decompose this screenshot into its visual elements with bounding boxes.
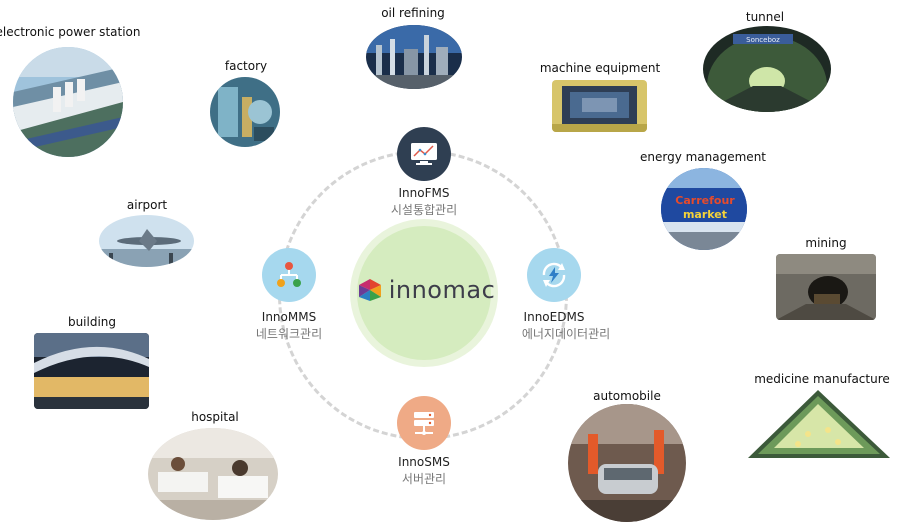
server-rack-icon (414, 412, 434, 435)
label-energy-management: energy management (639, 150, 767, 164)
photo-airport (99, 215, 194, 267)
label-building: building (67, 315, 117, 329)
module-mms-icon[interactable] (262, 248, 316, 302)
energy-sync-icon (542, 262, 566, 288)
label-machine-equipment: machine equipment (539, 61, 661, 75)
brand-logo: innomac (356, 270, 496, 310)
photo-machine-equipment (552, 80, 647, 132)
label-electronic-power-station: electronic power station (0, 25, 141, 39)
label-airport: airport (126, 198, 168, 212)
label-hospital: hospital (191, 410, 239, 424)
module-sms-icon[interactable] (397, 396, 451, 450)
module-fms-name: InnoFMS (398, 186, 450, 200)
label-tunnel: tunnel (745, 10, 785, 24)
tunnel-sign-text: Sonceboz (746, 36, 780, 44)
photo-mining (776, 254, 876, 320)
photo-oil-refining (366, 25, 462, 89)
module-sms-sub: 서버관리 (401, 472, 447, 486)
photo-tunnel: Sonceboz (703, 26, 831, 112)
monitor-chart-icon (411, 143, 437, 165)
module-sms-name: InnoSMS (398, 455, 450, 469)
photo-medicine-manufacture (748, 390, 890, 458)
module-edms-name: InnoEDMS (523, 310, 585, 324)
store-sign-text: Carrefour (675, 194, 735, 207)
photo-building (34, 333, 149, 409)
label-factory: factory (224, 59, 268, 73)
module-edms-icon[interactable] (527, 248, 581, 302)
module-fms-icon[interactable] (397, 127, 451, 181)
module-mms-name: InnoMMS (261, 310, 317, 324)
label-oil-refining: oil refining (381, 6, 445, 20)
network-tree-icon (277, 262, 301, 287)
label-mining: mining (805, 236, 847, 250)
photo-automobile (568, 404, 686, 522)
module-edms-sub: 에너지데이터관리 (521, 327, 611, 341)
innomac-mark-icon (358, 279, 381, 301)
store-sign-text-2: market (683, 208, 727, 221)
photo-factory (210, 77, 280, 147)
label-automobile: automobile (593, 389, 661, 403)
photo-energy-management: Carrefour market (661, 168, 747, 250)
photo-electronic-power-station (13, 47, 123, 157)
module-mms-sub: 네트워크관리 (255, 327, 323, 341)
photo-hospital (148, 428, 278, 520)
label-medicine-manufacture: medicine manufacture (754, 372, 890, 386)
brand-name: innomac (388, 276, 496, 304)
module-fms-sub: 시설통합관리 (390, 203, 458, 217)
